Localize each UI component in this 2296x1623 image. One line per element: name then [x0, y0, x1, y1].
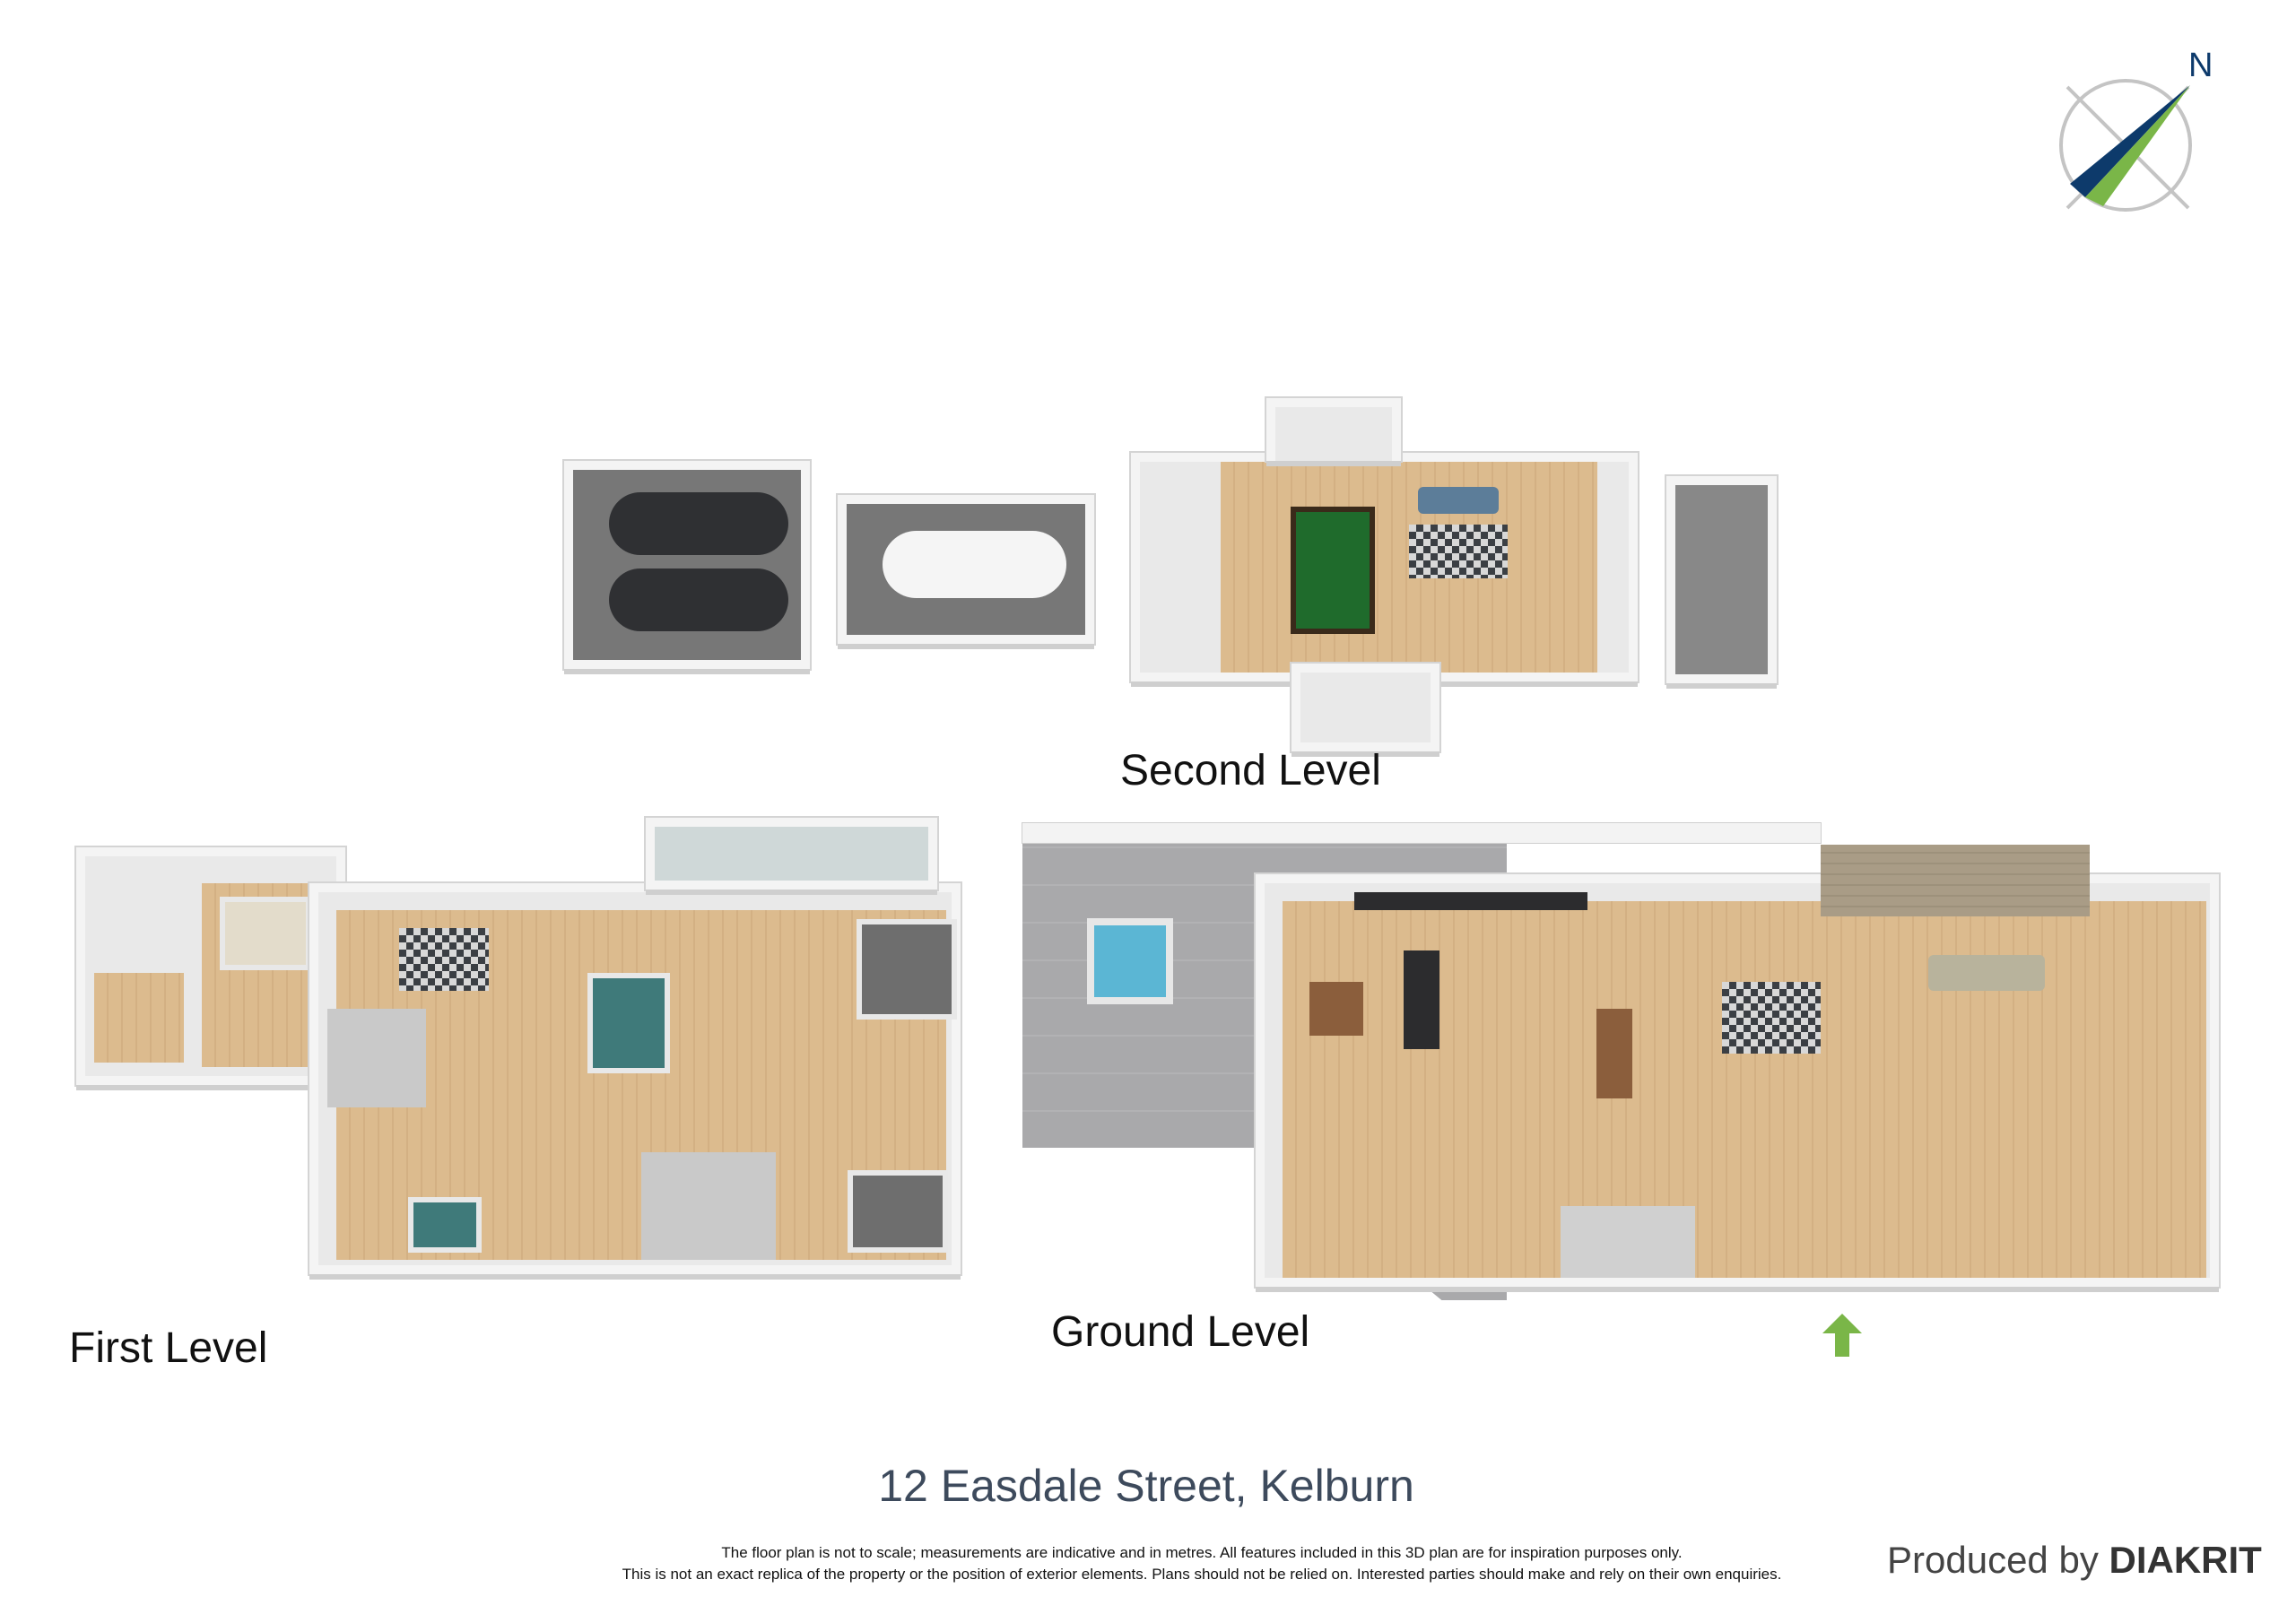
- garage-double: [564, 461, 810, 669]
- balcony: [646, 818, 937, 890]
- credit-prefix: Produced by: [1887, 1539, 2099, 1581]
- ground-level-house: [1256, 874, 2219, 1287]
- north-compass-icon: N: [2059, 49, 2213, 212]
- kitchen-bench: [1354, 892, 1587, 910]
- produced-by-credit: Produced by DIAKRIT: [1887, 1539, 2262, 1582]
- stair-landing: [1292, 664, 1439, 751]
- property-address: 12 Easdale Street, Kelburn: [878, 1461, 1414, 1511]
- entrance-arrow-icon: [1822, 1314, 1862, 1357]
- first-level-main: [309, 883, 961, 1274]
- bed: [408, 1197, 482, 1253]
- compass-north-label: N: [2188, 49, 2213, 84]
- car: [609, 492, 788, 555]
- disclaimer-line-1: The floor plan is not to scale; measurem…: [721, 1544, 1683, 1561]
- spa-pool: [1087, 918, 1173, 1004]
- storage-box: [1666, 476, 1777, 683]
- billiard-table: [1291, 507, 1375, 634]
- bed: [220, 897, 311, 970]
- rug: [1409, 525, 1508, 578]
- disclaimer-line-2: This is not an exact replica of the prop…: [622, 1566, 1782, 1583]
- sofa: [1928, 955, 2045, 991]
- car: [609, 568, 788, 631]
- bathroom: [327, 1009, 426, 1107]
- dining-table: [1309, 982, 1363, 1036]
- car: [883, 531, 1066, 598]
- diakrit-logo: DIAKRIT: [2109, 1539, 2262, 1581]
- courtyard-wall: [1022, 823, 1821, 843]
- ground-level-label: Ground Level: [1051, 1308, 1310, 1356]
- deck: [1821, 845, 2090, 916]
- bed: [857, 919, 957, 1020]
- first-level-label: First Level: [69, 1324, 268, 1372]
- first-level-west-wing: [76, 847, 345, 1085]
- bathroom: [641, 1152, 776, 1260]
- bathroom: [1561, 1206, 1695, 1278]
- second-level-label: Second Level: [1120, 747, 1381, 794]
- bed: [848, 1170, 948, 1253]
- stair-nook: [1266, 398, 1401, 461]
- kitchen-island: [1404, 950, 1439, 1049]
- rug: [399, 928, 489, 991]
- rug: [1722, 982, 1821, 1054]
- dining-table: [1596, 1009, 1632, 1098]
- sofa: [1418, 487, 1499, 514]
- bed: [587, 973, 670, 1073]
- floor: [94, 973, 184, 1063]
- garage-single: [838, 495, 1094, 644]
- games-room: [1131, 453, 1638, 681]
